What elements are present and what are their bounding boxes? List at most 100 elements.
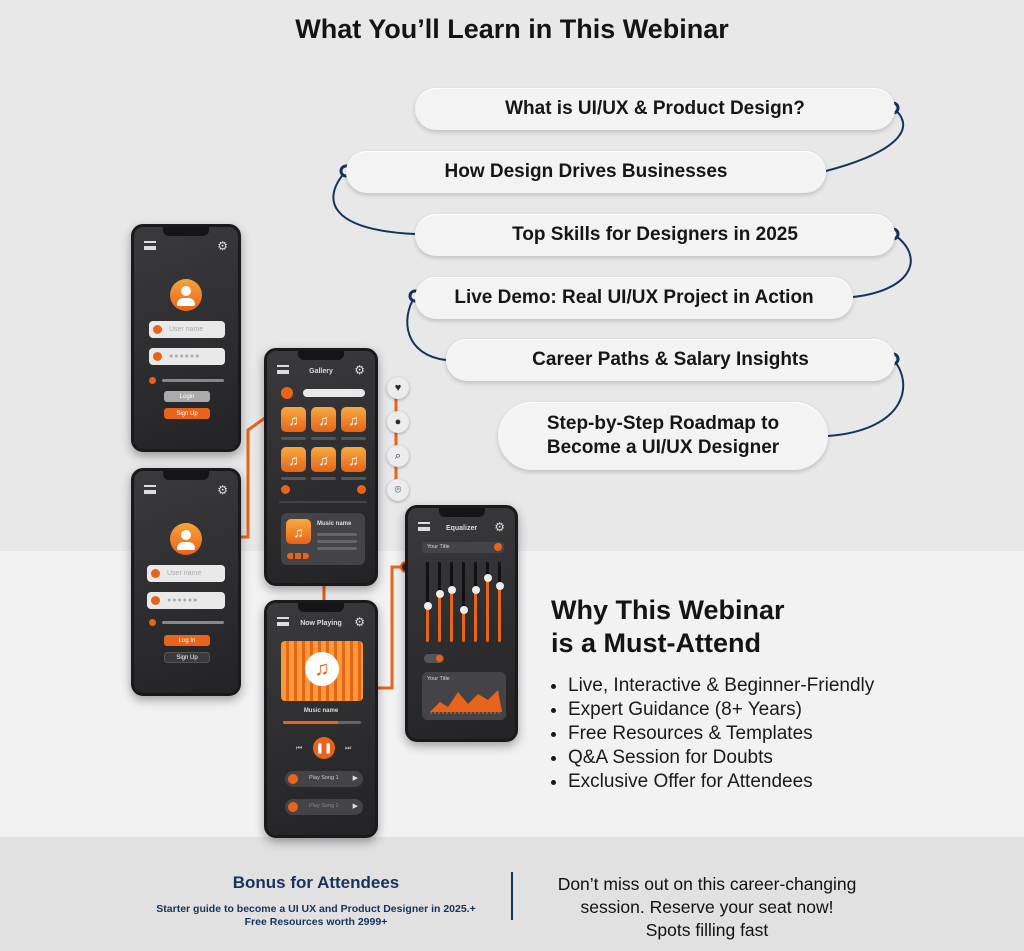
user-icon <box>153 325 162 334</box>
bonus-title: Bonus for Attendees <box>232 873 400 892</box>
remember-label-bar <box>162 621 224 624</box>
screen-title: Gallery <box>309 368 333 375</box>
music-note-icon: ♫ <box>281 407 306 432</box>
phone-notch <box>163 227 209 236</box>
list-item-label: Free Resources & Templates <box>568 723 813 744</box>
prev-arrow-icon <box>281 485 290 494</box>
card-line <box>317 533 357 536</box>
signup-button: Sign Up <box>164 652 210 663</box>
phone-notch <box>298 351 344 360</box>
album-art: ♫ <box>281 641 363 701</box>
music-note-icon: ♫ <box>311 407 336 432</box>
title-dropdown: Your Title <box>422 542 504 553</box>
eq-slider-fill <box>438 594 441 642</box>
vertical-divider <box>511 872 513 920</box>
divider <box>279 501 367 503</box>
topic-label: Career Paths & Salary Insights <box>532 349 809 371</box>
cta-text: Don’t miss out on this career-changing s… <box>527 873 887 941</box>
eq-slider-knob <box>495 582 504 590</box>
bonus-text: Starter guide to become a UI UX and Prod… <box>120 903 512 929</box>
why-title: Why This Webinar is a Must-Attend <box>551 594 785 660</box>
menu-icon <box>144 485 156 494</box>
eq-slider-fill <box>426 606 429 642</box>
search-icon: ⌕ <box>387 445 409 467</box>
list-item-label: Exclusive Offer for Attendees <box>568 771 813 792</box>
heart-icon <box>288 802 298 812</box>
tile-caption-bar <box>281 477 306 480</box>
avatar <box>170 523 202 555</box>
song-label: Play Song 2 <box>309 803 339 809</box>
list-item: Q&A Session for Doubts <box>551 746 874 770</box>
user-icon <box>151 569 160 578</box>
password-field: ●●●●●● <box>147 592 225 609</box>
why-points-list: Live, Interactive & Beginner-Friendly Ex… <box>551 674 874 794</box>
password-field: ●●●●●● <box>149 348 225 365</box>
menu-icon <box>277 617 289 626</box>
next-icon: ⏭ <box>345 745 352 752</box>
username-field: User name <box>149 321 225 338</box>
lock-icon <box>153 352 162 361</box>
remember-radio <box>149 619 156 626</box>
eq-slider-knob <box>459 606 468 614</box>
music-note-icon: ♫ <box>311 447 336 472</box>
next-arrow-icon <box>357 485 366 494</box>
card-line <box>317 540 357 543</box>
topic-label: Step-by-Step Roadmap to Become a UI/UX D… <box>546 413 780 458</box>
progress-fill <box>283 721 338 724</box>
screen-title: Now Playing <box>300 620 342 627</box>
phone-now-playing-screen: ⚙ Now Playing ♫ Music name ⏮ ❚❚ ⏭ Play S… <box>264 600 378 838</box>
music-name: Music name <box>303 708 339 714</box>
phone-notch <box>163 471 209 480</box>
menu-icon <box>144 241 156 250</box>
phone-equalizer-screen: ⚙ Equalizer Your Title Your Title <box>405 505 518 742</box>
search-bar <box>303 389 365 397</box>
song-row-2: Play Song 2 ▶ <box>285 799 363 815</box>
remember-label-bar <box>162 379 224 382</box>
bullet <box>551 731 556 737</box>
previous-icon: ⏮ <box>296 745 303 752</box>
tile-caption-bar <box>281 437 306 440</box>
eq-slider-knob <box>471 586 480 594</box>
phone-notch <box>438 508 485 517</box>
login-button: Login <box>164 391 210 402</box>
screen-title: Equalizer <box>445 525 478 532</box>
password-mask: ●●●●●● <box>167 597 199 604</box>
list-item: Expert Guidance (8+ Years) <box>551 698 874 722</box>
eq-slider-knob <box>447 586 456 594</box>
username-placeholder: User name <box>169 326 204 333</box>
topic-pill-4: Live Demo: Real UI/UX Project in Action <box>415 277 853 319</box>
avatar <box>281 387 293 399</box>
gear-icon: ⚙ <box>354 615 365 629</box>
eq-slider-knob <box>423 602 432 610</box>
dropdown-label: Your Title <box>427 544 450 550</box>
list-item-label: Live, Interactive & Beginner-Friendly <box>568 675 875 696</box>
list-item: Live, Interactive & Beginner-Friendly <box>551 674 874 698</box>
wave-graph <box>430 690 502 714</box>
music-card: ♫ Music name <box>281 513 365 565</box>
gear-icon: ⚙ <box>494 520 505 534</box>
eq-slider-knob <box>435 590 444 598</box>
menu-icon <box>277 365 289 374</box>
eq-slider-track <box>462 562 465 642</box>
bullet <box>551 683 556 689</box>
tile-caption-bar <box>311 437 336 440</box>
song-row-1: Play Song 1 ▶ <box>285 771 363 787</box>
play-icon: ▶ <box>352 775 358 782</box>
location-icon: ⌾ <box>387 479 409 501</box>
username-field: User name <box>147 565 225 582</box>
user-icon: ● <box>387 411 409 433</box>
list-item-label: Q&A Session for Doubts <box>568 747 773 768</box>
pause-icon: ❚❚ <box>313 737 335 759</box>
heart-icon <box>288 774 298 784</box>
topic-pill-1: What is UI/UX & Product Design? <box>415 88 895 130</box>
lock-icon <box>151 596 160 605</box>
bonus-line-2: Free Resources worth 2999+ <box>244 916 388 929</box>
topic-label: Top Skills for Designers in 2025 <box>512 224 798 246</box>
list-item: Free Resources & Templates <box>551 722 874 746</box>
signup-button: Sign Up <box>164 408 210 419</box>
why-title-line-1: Why This Webinar <box>551 595 785 625</box>
phone-login-screen: ⚙ User name ●●●●●● Login Sign Up <box>131 224 241 452</box>
eq-slider-fill <box>450 590 453 642</box>
phone-notch <box>298 603 344 612</box>
graph-card: Your Title <box>422 672 506 720</box>
